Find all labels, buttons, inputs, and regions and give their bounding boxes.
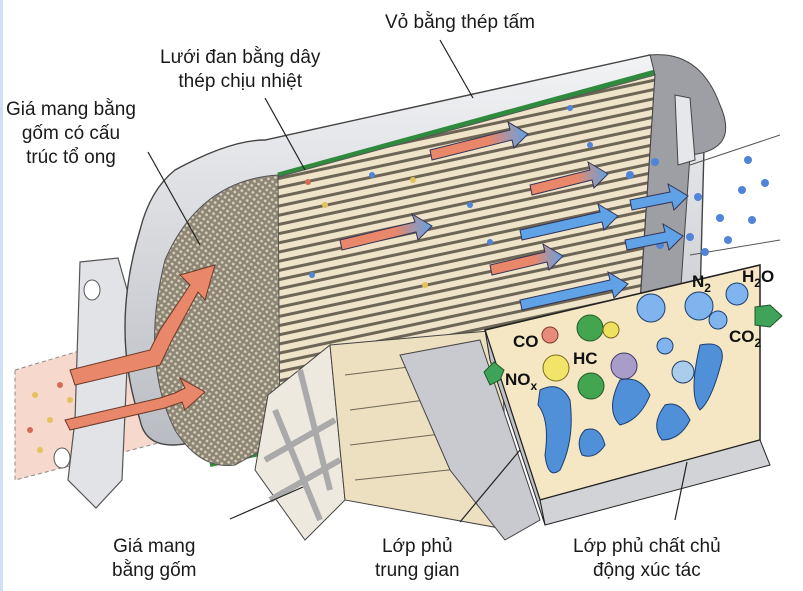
outlet-pipe-edge [689,134,781,166]
label-line: động xúc tác [592,560,701,581]
inlet-flange [67,257,131,509]
label-line: trúc tổ ong [26,147,116,168]
label-wire-mesh: Lưới đan bằng dây thép chịu nhiệt [160,46,320,94]
label-line: bằng gốm [112,560,197,581]
molecule-blue [708,310,728,330]
left-border [0,0,3,591]
catalyst-blob [578,428,606,457]
formula-nox: NOx [505,370,538,393]
catalyst-blob [693,343,723,411]
inner-particles [305,105,593,288]
wire-mesh [277,69,656,178]
flange-bolt-hole [53,447,71,469]
label-line: gốm có cấu [21,123,121,144]
inlet-flow-arrow [69,264,216,386]
flow-arrows [64,120,689,431]
formula-co2: CO2 [729,327,762,350]
formula-h2o: H2O [742,267,774,290]
label-intermediate-coating: Lớp phủ trung gian [375,535,460,583]
flange-bolt-hole [83,279,101,301]
formula-hc: HC [573,349,598,368]
label-ceramic-support: Giá mang bằng gốm [112,535,197,583]
grey-backing [399,339,541,541]
molecule-blue [671,360,695,384]
formula-co: CO [513,332,539,351]
process-arrow-out [754,304,783,328]
catalyst-blob [656,403,691,441]
flow-arrow [519,202,619,241]
inlet-flow-arrow [64,376,206,431]
process-arrow-in [483,361,505,386]
ceramic-support [254,344,346,541]
catalyst-blob [612,378,651,426]
flow-arrow [529,160,609,196]
catalyst-closeup: CO NOx HC N2 H2O CO2 [483,264,783,526]
label-active-catalyst-coating: Lớp phủ chất chủ động xúc tác [573,535,721,583]
label-shell: Vỏ bằng thép tấm [385,11,535,35]
molecule-hc-green [577,372,605,400]
formula-n2: N2 [692,272,711,295]
molecule-yellow [602,321,620,339]
label-line: thép chịu nhiệt [178,71,302,92]
label-line: Giá mang bằng [6,99,136,120]
outlet-flange [674,94,696,166]
molecule-green [576,314,604,342]
flow-arrow [339,212,433,251]
leader-lines [147,39,688,523]
molecule-blue [725,282,749,306]
label-line: Lớp phủ chất chủ [573,536,721,557]
flow-arrow [489,242,564,276]
label-honeycomb-support: Giá mang bằng gốm có cấu trúc tổ ong [6,98,136,170]
flow-arrow [429,120,529,161]
molecule-nox-yellow [542,354,570,382]
label-line: trung gian [375,560,460,581]
molecule-blue [636,293,666,323]
molecule-blue [656,337,674,355]
flow-arrow [519,270,629,311]
label-shell-text: Vỏ bằng thép tấm [385,12,535,33]
catalyst-blob [537,386,572,474]
label-line: Lớp phủ [381,536,453,557]
molecule-co-red [541,326,559,344]
label-line: Lưới đan bằng dây [160,47,321,68]
outflow-arrow [629,182,689,211]
outflow-arrow [624,222,684,251]
molecule-blue [684,291,714,321]
molecule-mixed [610,352,638,380]
label-line: Giá mang [113,536,196,557]
outlet-gas-particles [626,156,769,256]
